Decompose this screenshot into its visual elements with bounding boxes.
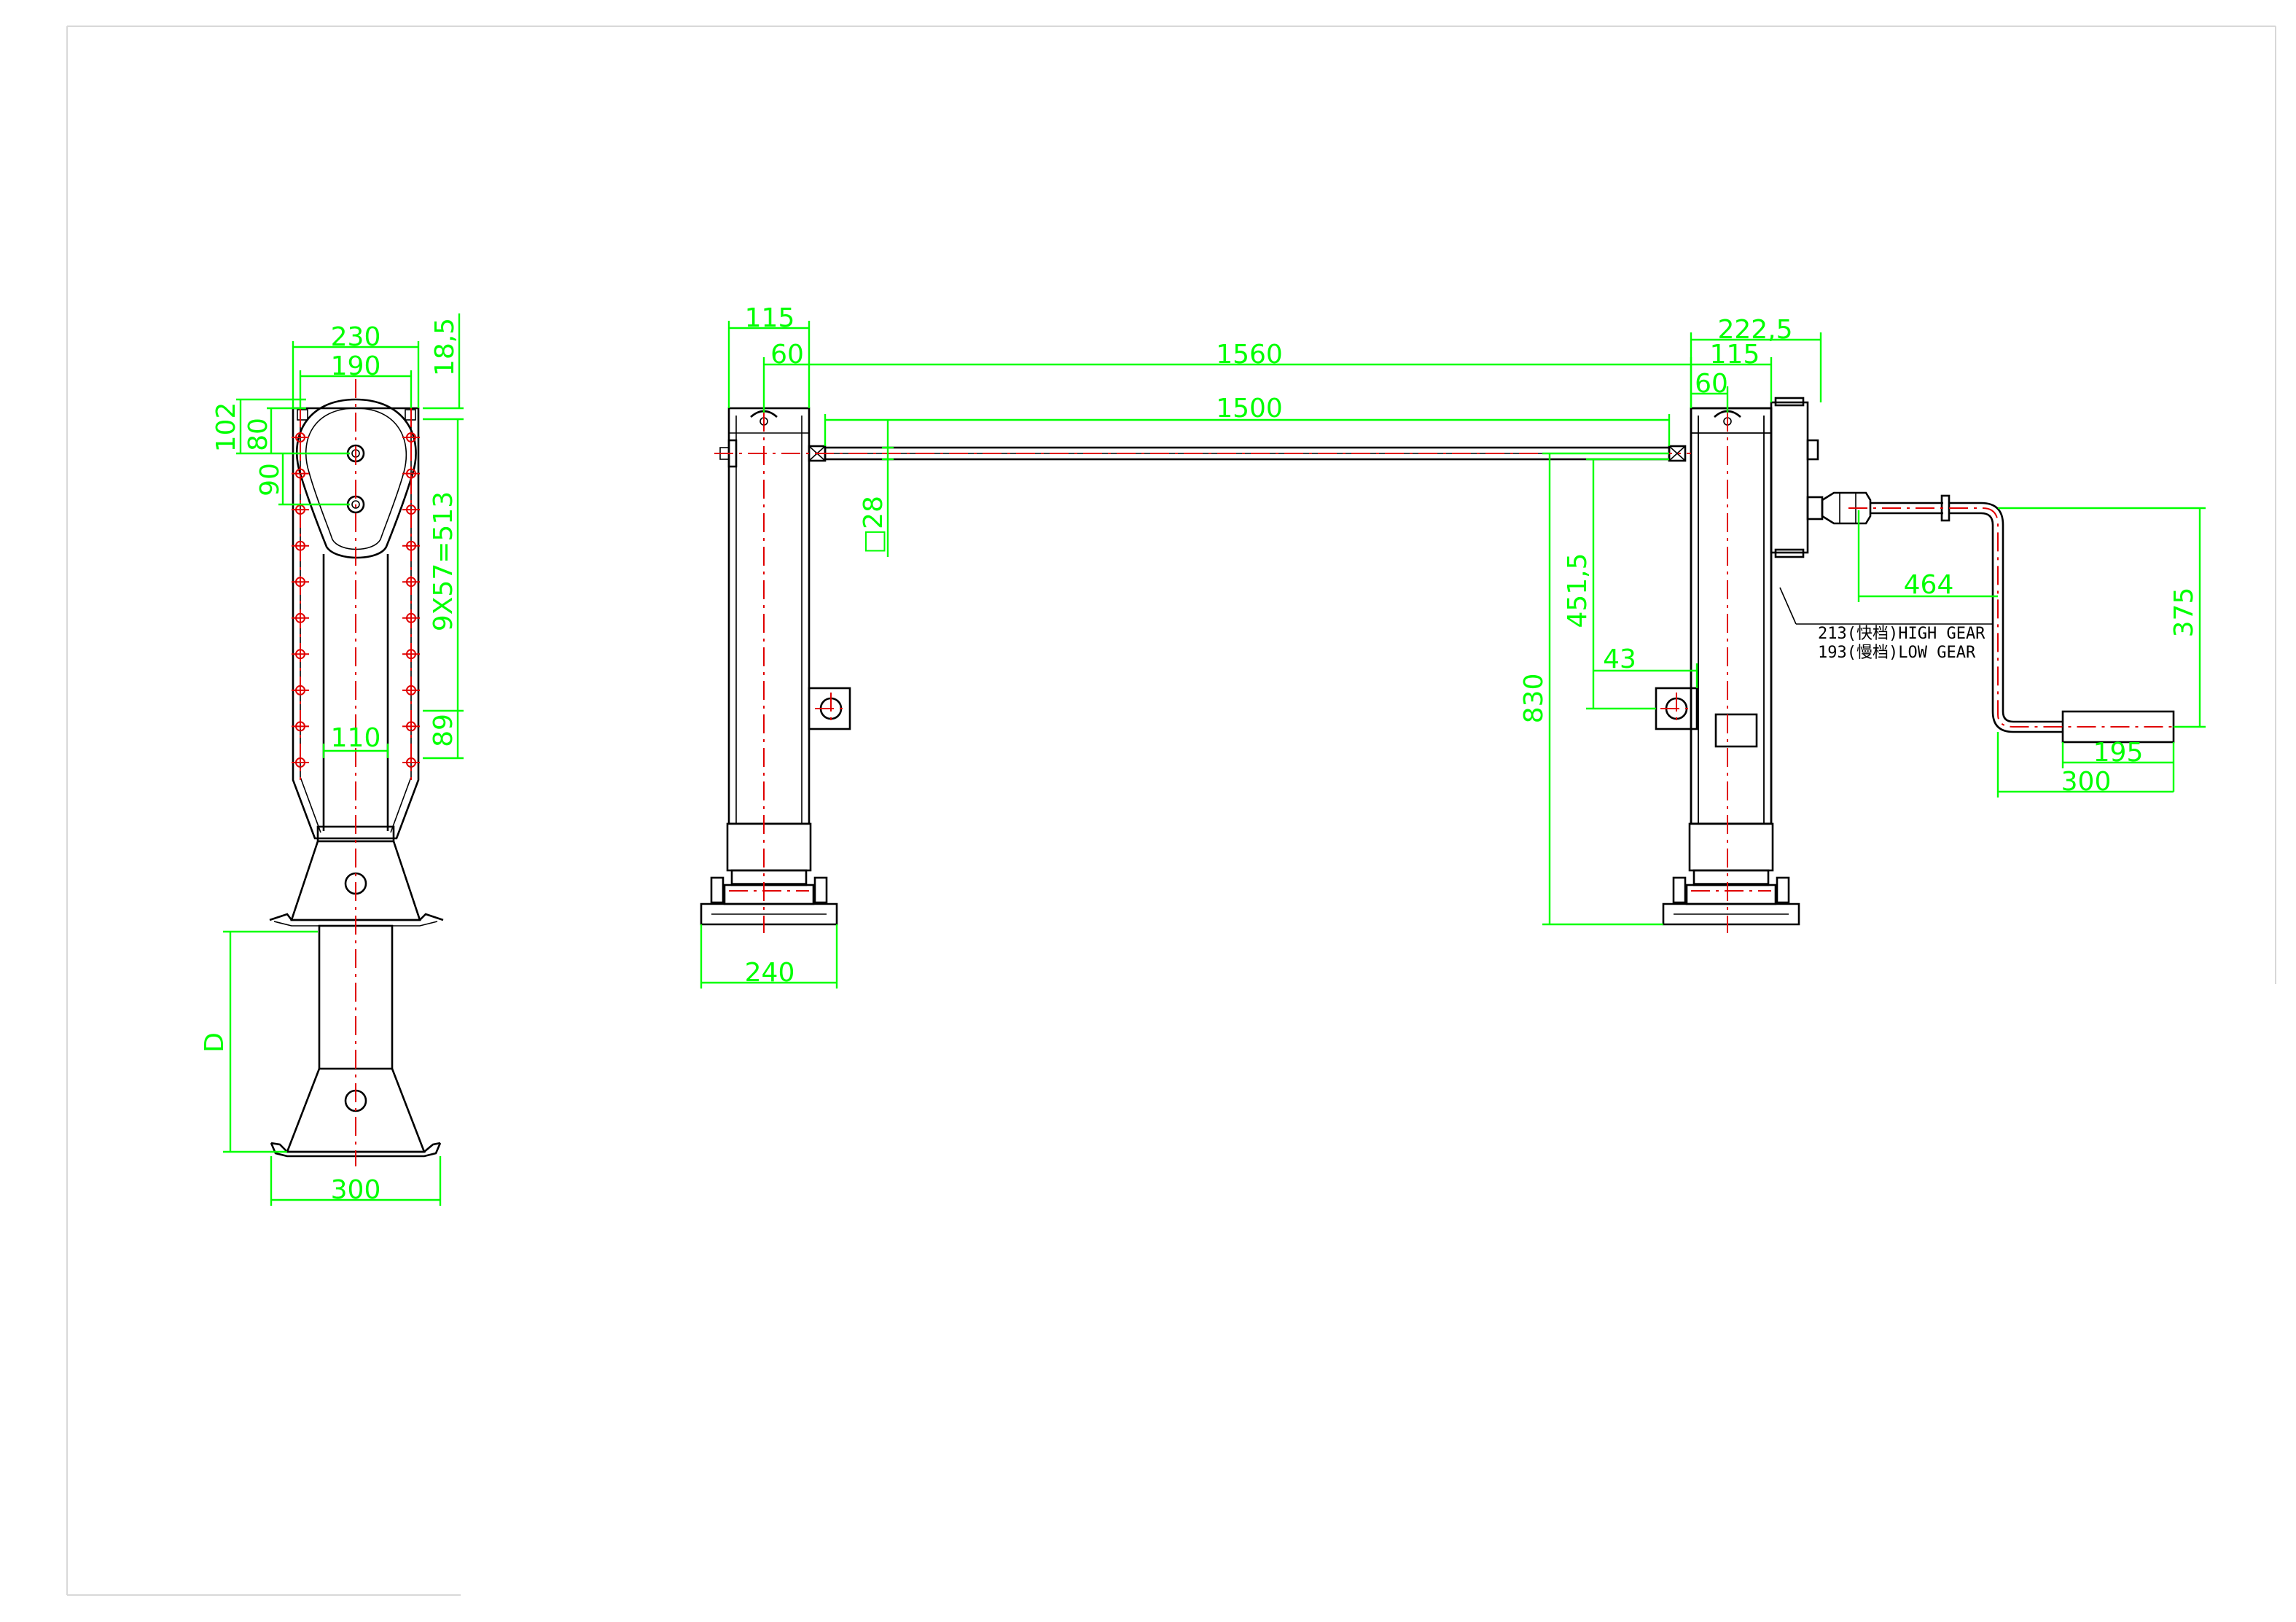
dim-1500: 1500: [1216, 394, 1283, 424]
dim-90: 90: [255, 463, 285, 496]
front-view-dimension-text: 115 60 1560 1500 222,5 115 60 □28 451,5 …: [745, 303, 2199, 988]
dim-60-left: 60: [770, 340, 804, 370]
dim-230: 230: [331, 322, 381, 352]
dim-830: 830: [1519, 674, 1549, 724]
side-view: 230 190 18,5 102 80 90 9X57=513 89 110 D…: [200, 313, 464, 1206]
dim-43: 43: [1603, 644, 1636, 674]
left-landing-leg: [700, 407, 851, 926]
dim-375: 375: [2169, 588, 2199, 638]
dim-222-5: 222,5: [1717, 315, 1792, 345]
gear-notes: 213(快档)HIGH GEAR 193(慢档)LOW GEAR: [1818, 625, 1985, 662]
dim-80: 80: [243, 418, 273, 451]
dim-300-crank: 300: [2061, 767, 2112, 797]
dim-451-5: 451,5: [1563, 553, 1593, 628]
dim-464: 464: [1904, 570, 1954, 600]
note-high-gear: 213(快档)HIGH GEAR: [1818, 625, 1985, 643]
dim-110: 110: [331, 723, 381, 753]
dim-D: D: [200, 1032, 230, 1053]
dim-115-right: 115: [1710, 340, 1760, 370]
side-view-centerlines: [292, 379, 420, 1166]
dim-9x57-513: 9X57=513: [429, 491, 458, 631]
dim-60-right: 60: [1695, 369, 1728, 399]
side-view-dimension-text: 230 190 18,5 102 80 90 9X57=513 89 110 D…: [200, 318, 460, 1205]
sheet-frame: [66, 26, 2276, 1596]
side-view-dimensions: [223, 313, 464, 1206]
dim-102: 102: [211, 402, 241, 453]
dim-240: 240: [745, 958, 795, 988]
dim-square-28: □28: [859, 496, 889, 554]
dim-1560: 1560: [1216, 340, 1283, 370]
front-view: 115 60 1560 1500 222,5 115 60 □28 451,5 …: [700, 303, 2206, 989]
dim-190: 190: [331, 351, 381, 381]
dim-89: 89: [429, 714, 458, 747]
note-low-gear: 193(慢档)LOW GEAR: [1818, 644, 1976, 662]
dim-300-foot: 300: [331, 1175, 381, 1205]
dim-195: 195: [2093, 738, 2144, 768]
dim-18-5: 18,5: [430, 318, 460, 376]
front-view-dimensions: [700, 321, 2206, 989]
gearbox-and-crank: [1770, 397, 2175, 744]
dim-115-left: 115: [745, 303, 795, 333]
front-view-centerlines: [714, 413, 2174, 933]
right-leg-body: [1690, 407, 1773, 825]
